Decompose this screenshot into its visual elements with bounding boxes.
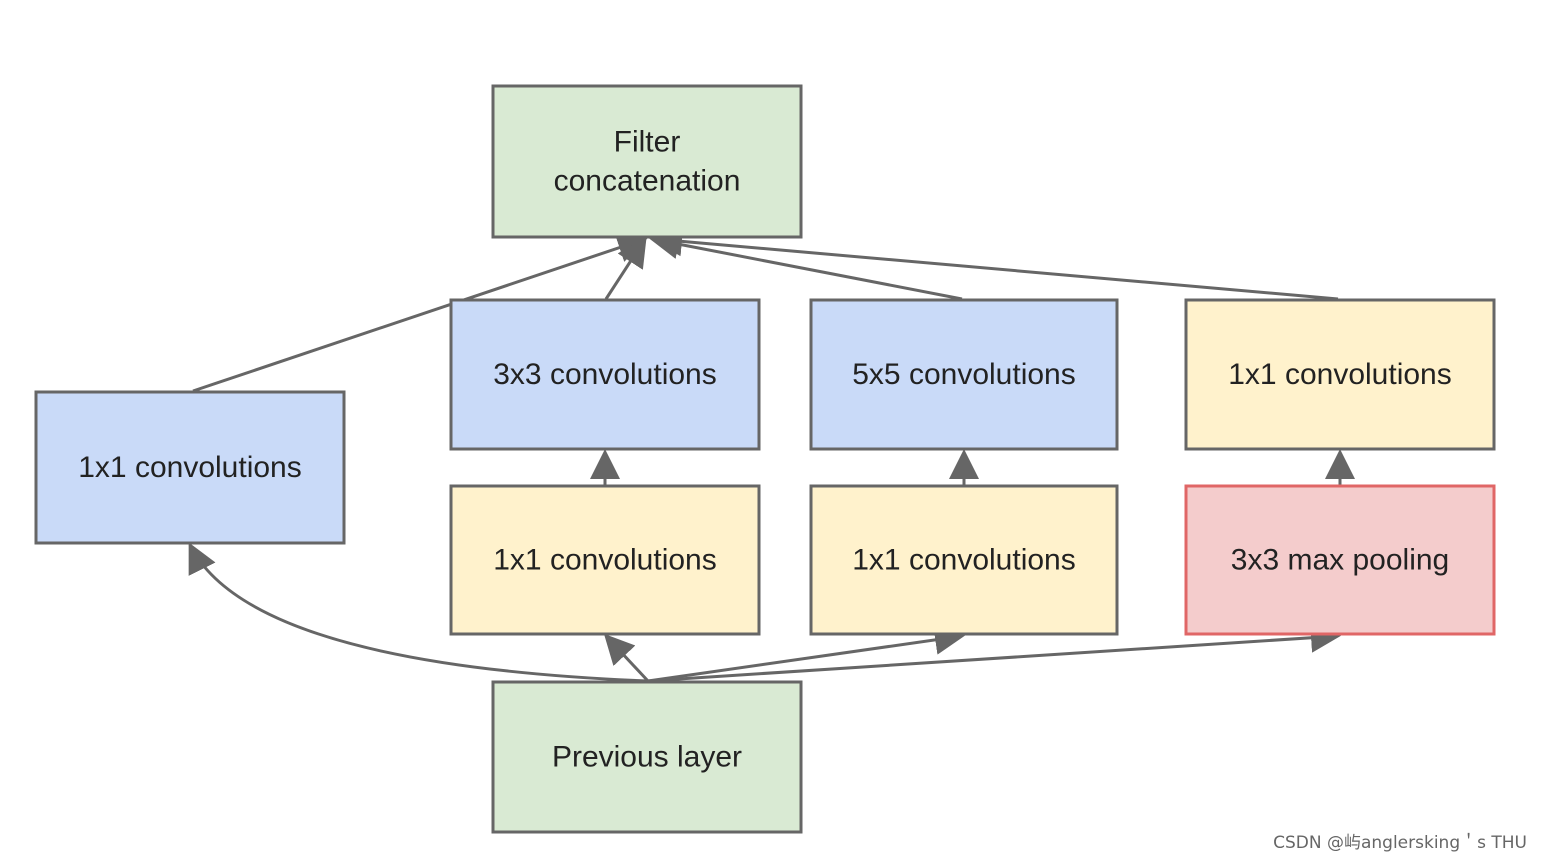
node-reduce5x5-1x1: 1x1 convolutions — [809, 484, 1119, 636]
node-filter-concat: Filter concatenation — [491, 84, 803, 239]
node-label: Previous layer — [552, 741, 742, 774]
edge-left-1x1-to-filter-concat — [192, 233, 648, 393]
node-left-1x1: 1x1 convolutions — [34, 390, 346, 545]
nodes: Filter concatenation 1x1 convolutions 3x3 c… — [34, 84, 1496, 834]
edge-conv5x5-to-filter-concat — [649, 229, 963, 301]
node-box — [491, 84, 803, 239]
edge-conv3x3-to-filter-concat — [604, 236, 647, 300]
edge-previous-layer-to-reduce5x5-1x1 — [647, 624, 965, 683]
edge-previous-layer-to-maxpool3x3 — [647, 622, 1341, 683]
node-box — [34, 390, 346, 545]
node-maxpool3x3: 3x3 max pooling — [1184, 484, 1496, 636]
node-reduce3x3-1x1: 1x1 convolutions — [449, 484, 761, 636]
node-label: Filter — [614, 126, 681, 159]
node-label: 1x1 convolutions — [493, 544, 716, 577]
edges — [188, 226, 1355, 683]
node-box — [809, 298, 1119, 451]
node-conv3x3: 3x3 convolutions — [449, 298, 761, 451]
node-box — [491, 680, 803, 834]
node-label: 1x1 convolutions — [78, 451, 301, 484]
node-label: 3x3 convolutions — [493, 358, 716, 391]
node-box — [1184, 484, 1496, 636]
edge-previous-layer-to-left-1x1 — [188, 542, 649, 683]
watermark-text: CSDN @屿anglersking＇s THU — [1273, 833, 1527, 853]
node-box — [449, 298, 761, 451]
node-conv5x5: 5x5 convolutions — [809, 298, 1119, 451]
node-box — [449, 484, 761, 636]
node-pool-proj-1x1: 1x1 convolutions — [1184, 298, 1496, 451]
node-label: concatenation — [554, 165, 741, 198]
node-previous-layer: Previous layer — [491, 680, 803, 834]
node-label: 1x1 convolutions — [852, 544, 1075, 577]
node-label: 3x3 max pooling — [1231, 544, 1449, 577]
edge-pool-proj-1x1-to-filter-concat — [652, 226, 1339, 301]
node-box — [809, 484, 1119, 636]
node-label: 5x5 convolutions — [852, 358, 1075, 391]
edge-previous-layer-to-reduce3x3-1x1 — [603, 633, 650, 683]
node-box — [1184, 298, 1496, 451]
node-label: 1x1 convolutions — [1228, 358, 1451, 391]
